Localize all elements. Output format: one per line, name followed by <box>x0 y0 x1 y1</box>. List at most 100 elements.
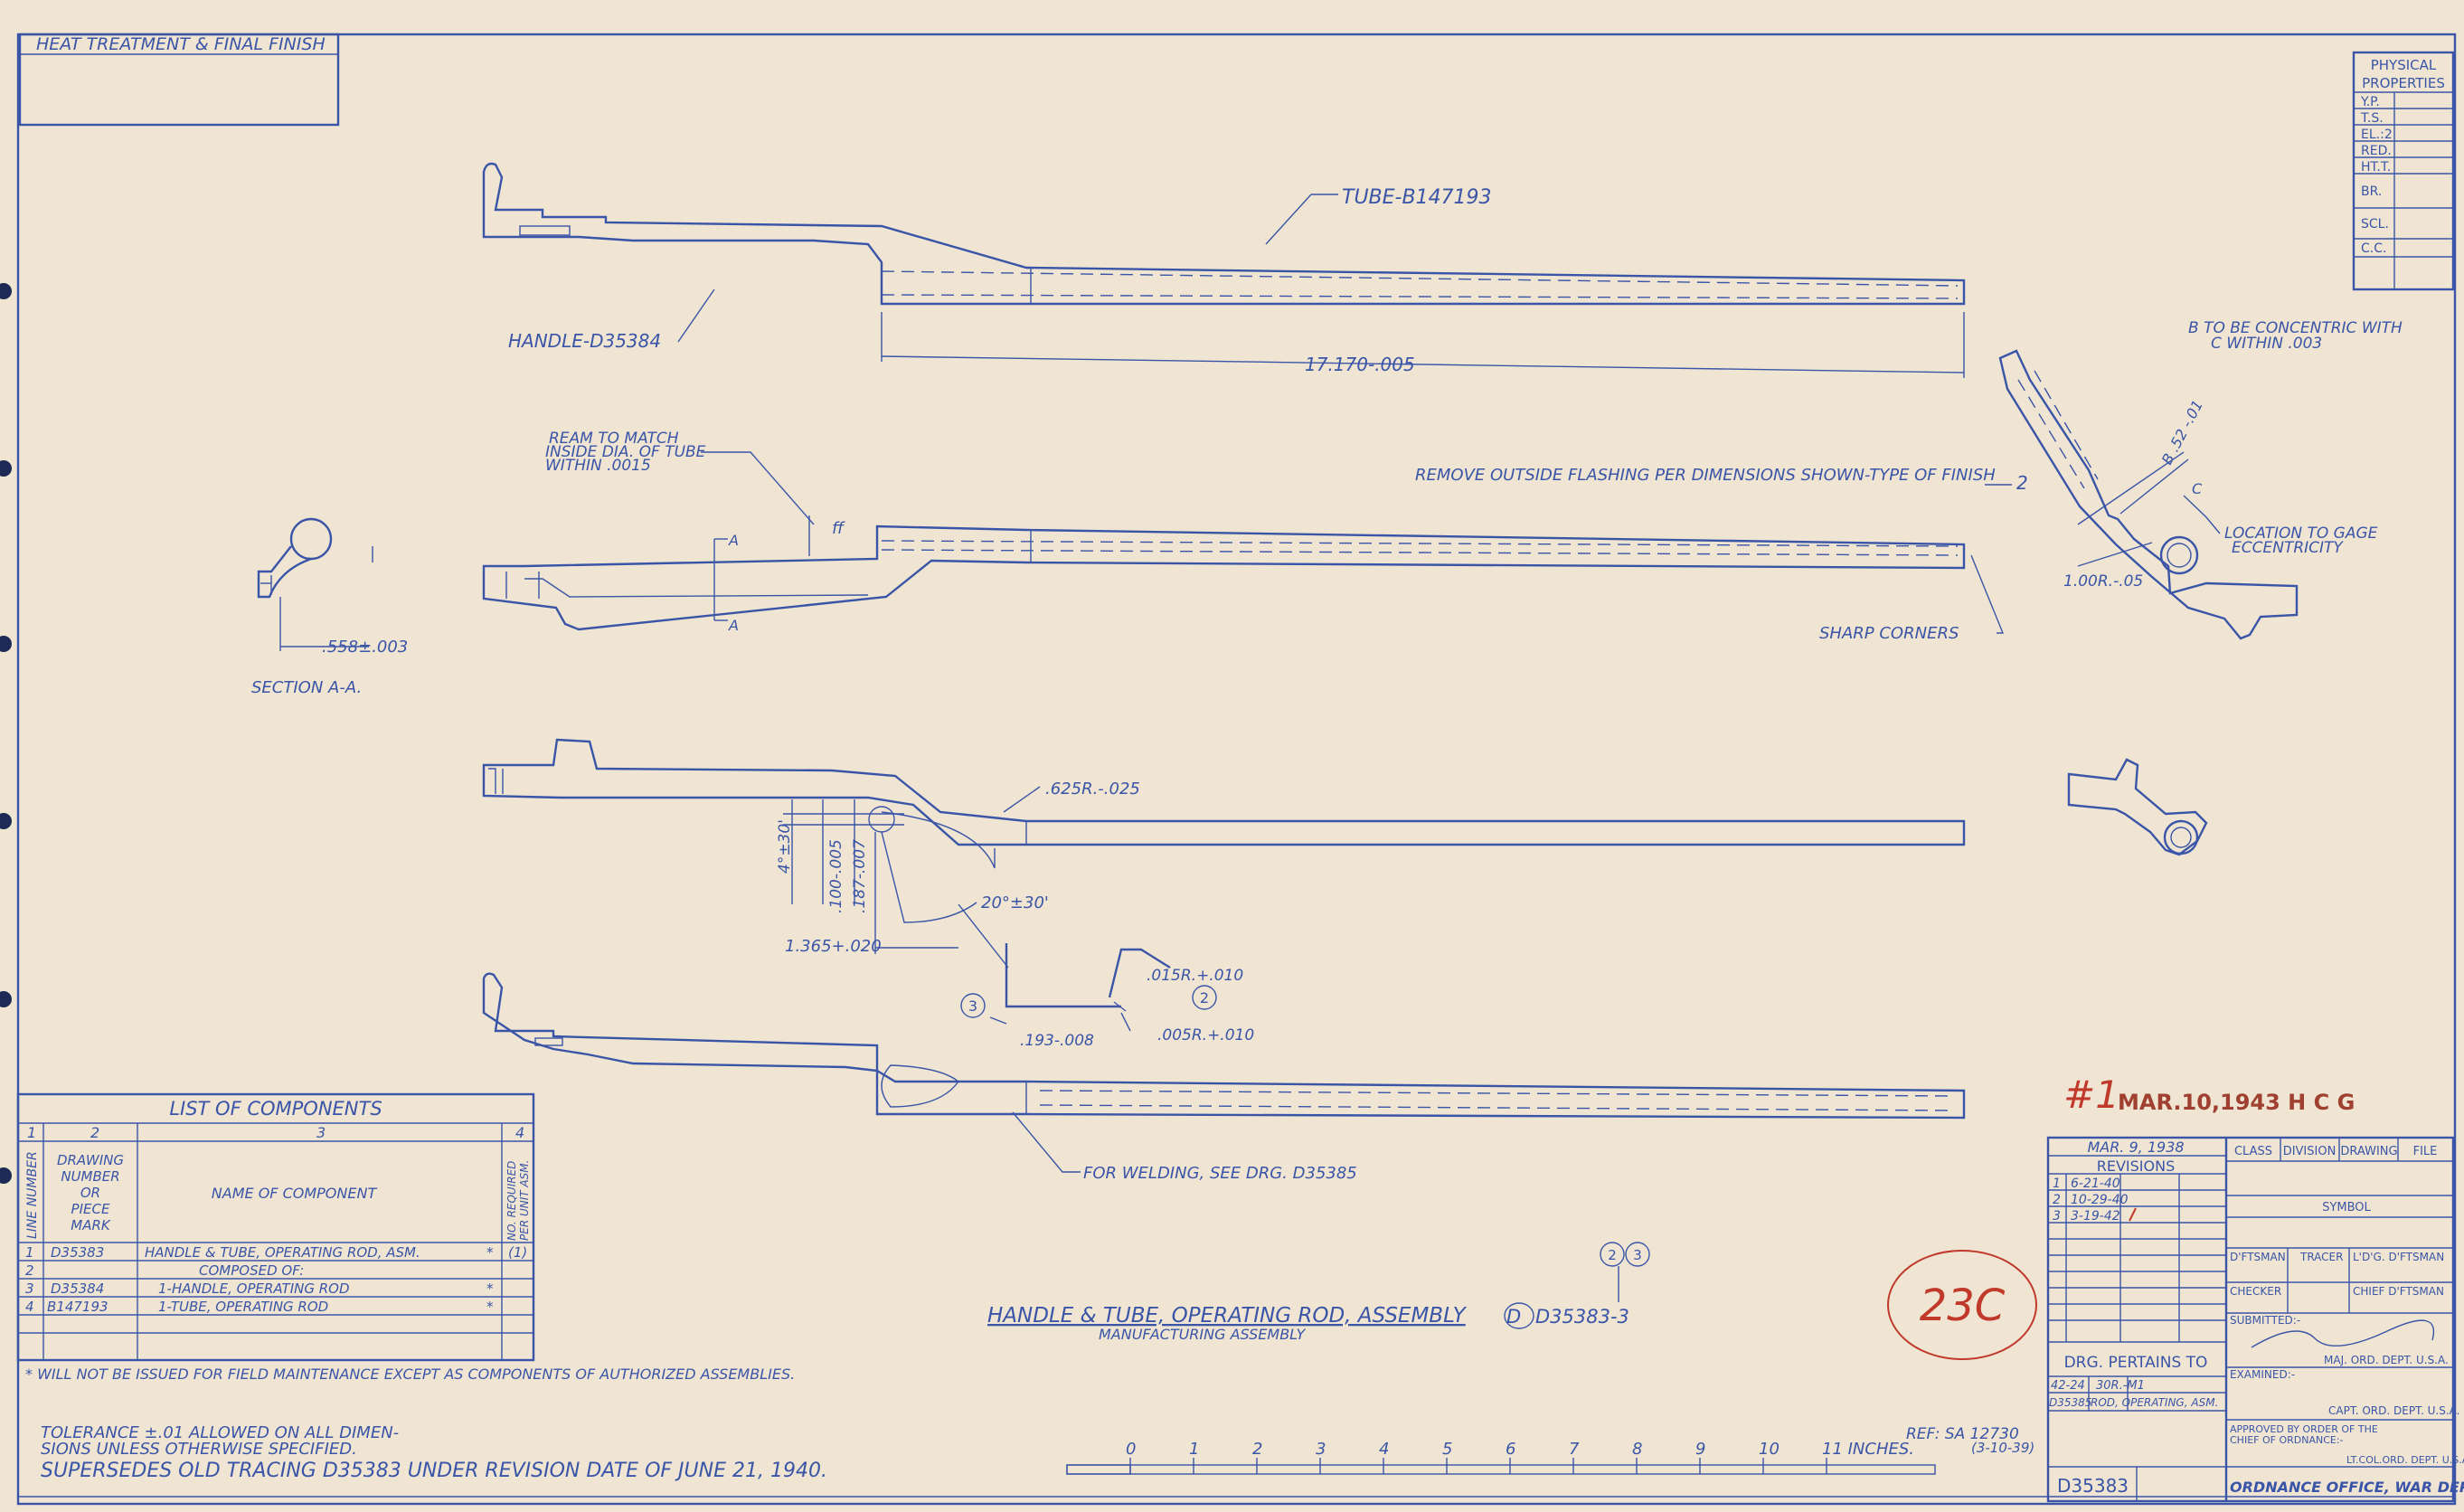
circle-3-label: 3 <box>968 997 977 1015</box>
revision-date: 6-21-40 <box>2071 1177 2120 1191</box>
examined-label: EXAMINED:- <box>2230 1368 2295 1381</box>
pp-row: EL.:2 <box>2361 128 2393 142</box>
row-star: * <box>486 1280 494 1297</box>
concentric-note-line2: C WITHIN .003 <box>2211 335 2322 353</box>
pertains-b2: ROD, OPERATING, ASM. <box>2091 1396 2218 1409</box>
row-name: COMPOSED OF: <box>199 1262 304 1279</box>
class-label: CLASS <box>2234 1145 2272 1158</box>
revisions-block: MAR. 9, 1938 REVISIONS 1 6-21-40 2 10-29… <box>2046 1136 2464 1503</box>
revision-date: 10-29-40 <box>2071 1193 2129 1207</box>
r625-dimension: .625R.-.025 <box>1045 780 1140 799</box>
reference-note: REF: SA 12730 <box>1906 1425 2019 1443</box>
col-header-qty-2: PER UNIT ASM. <box>518 1160 531 1241</box>
sharp-corners-note: SHARP CORNERS <box>1819 624 1959 643</box>
row-star: * <box>486 1299 494 1315</box>
scale-tick-label: 5 <box>1442 1440 1452 1459</box>
pp-row: Y.P. <box>2360 95 2380 109</box>
angle4-dimension: 4°±30' <box>776 819 794 874</box>
scale-tick-label: 7 <box>1569 1440 1580 1459</box>
components-table: LIST OF COMPONENTS 1 2 3 4 LINE NUMBER D… <box>16 1092 795 1383</box>
components-footnote: * WILL NOT BE ISSUED FOR FIELD MAINTENAN… <box>25 1366 795 1383</box>
scale-tick-label: 1 <box>1189 1440 1199 1459</box>
title-circle-2: 2 <box>1608 1247 1617 1263</box>
drawing-title-text: HANDLE & TUBE, OPERATING ROD, ASSEMBLY <box>987 1304 1468 1328</box>
heat-treatment-label: HEAT TREATMENT & FINAL FINISH <box>36 34 326 54</box>
pp-row: C.C. <box>2361 241 2386 256</box>
section-label: SECTION A-A. <box>251 678 362 697</box>
col-header-drawing-4: PIECE <box>71 1201 110 1217</box>
col-header-drawing-2: NUMBER <box>61 1168 119 1185</box>
flashing-note: REMOVE OUTSIDE FLASHING PER DIMENSIONS S… <box>1415 466 1996 485</box>
r015-dimension: .015R.+.010 <box>1147 967 1243 985</box>
binder-holes <box>0 283 12 1184</box>
approved-line1: APPROVED BY ORDER OF THE <box>2230 1423 2378 1435</box>
revision-row: 3 3-19-42 <box>2053 1209 2120 1224</box>
tracer-label: TRACER <box>2299 1251 2343 1263</box>
components-title: LIST OF COMPONENTS <box>169 1098 382 1120</box>
ltcol-label: LT.COL.ORD. DEPT. U.S.A. <box>2346 1454 2464 1466</box>
pertains-title: DRG. PERTAINS TO <box>2064 1354 2208 1372</box>
col-number-1: 1 <box>27 1124 36 1141</box>
pertains-a1: 42-24 <box>2051 1379 2085 1393</box>
title-circle-3: 3 <box>1633 1247 1642 1263</box>
col-number-3: 3 <box>316 1124 326 1141</box>
section-marker-a-bottom: A <box>728 617 739 634</box>
sheet-border <box>16 33 2457 1506</box>
pp-row: HT.T. <box>2361 160 2391 175</box>
row-name: 1-TUBE, OPERATING ROD <box>158 1299 328 1315</box>
drawing-subtitle: MANUFACTURING ASSEMBLY <box>1099 1326 1307 1343</box>
pp-row: BR. <box>2361 184 2382 199</box>
chief-draftsman-label: CHIEF D'FTSMAN <box>2353 1285 2444 1298</box>
row-name: 1-HANDLE, OPERATING ROD <box>158 1280 350 1297</box>
table-row: 4 B147193 1-TUBE, OPERATING ROD * <box>25 1299 494 1315</box>
c-label: C <box>2192 480 2203 497</box>
col-header-drawing-1: DRAWING <box>57 1152 124 1168</box>
row-qty: (1) <box>508 1244 527 1261</box>
col-header-drawing-3: OR <box>80 1185 100 1201</box>
revision-no: 3 <box>2053 1209 2061 1224</box>
length-dimension: 17.170-.005 <box>1305 354 1415 375</box>
revision-stamp-date: MAR.10,1943 H C G <box>2118 1090 2355 1115</box>
revision-stamp: #1 MAR.10,1943 H C G 23C <box>1887 1073 2355 1360</box>
revision-row: 1 6-21-40 <box>2053 1177 2120 1191</box>
ff-mark: ff <box>832 519 845 538</box>
drawing-label: DRAWING <box>2340 1145 2397 1158</box>
symbol-label: SYMBOL <box>2322 1201 2371 1214</box>
scale-tick-label: 4 <box>1379 1440 1389 1459</box>
row-line: 1 <box>25 1244 34 1261</box>
red-circle-stamp <box>1887 1250 2037 1360</box>
col-header-name: NAME OF COMPONENT <box>212 1185 378 1202</box>
operating-rod-side-view <box>482 524 1966 631</box>
pertains-a2: D35385 <box>2049 1396 2091 1409</box>
r005-dimension: .005R.+.010 <box>1157 1026 1254 1044</box>
checker-label: CHECKER <box>2230 1285 2281 1298</box>
radius-dimension: 1.00R.-.05 <box>2063 572 2143 591</box>
drawing-number-box: D35383 <box>2057 1475 2129 1497</box>
eccentricity-detail: B TO BE CONCENTRIC WITH C WITHIN .003 B … <box>1998 319 2403 856</box>
heat-treatment-box: HEAT TREATMENT & FINAL FINISH <box>18 33 340 127</box>
reference-date: (3-10-39) <box>1971 1440 2034 1456</box>
revisions-date: MAR. 9, 1938 <box>2087 1139 2184 1156</box>
table-row: 2 COMPOSED OF: <box>25 1262 304 1279</box>
flashing-dim: 2 <box>2016 472 2028 494</box>
revision-no: 1 <box>2053 1177 2061 1191</box>
dim-100: .100-.005 <box>827 839 845 913</box>
drawing-title: HANDLE & TUBE, OPERATING ROD, ASSEMBLY M… <box>987 1242 1650 1343</box>
b-dimension: B .52 -.01 <box>2158 397 2206 468</box>
ream-note-line2: INSIDE DIA. OF TUBE <box>545 443 706 461</box>
scale-tick-label: 2 <box>1252 1440 1262 1459</box>
pertains-b1: 30R.-M1 <box>2096 1379 2145 1393</box>
col-header-drawing-5: MARK <box>71 1217 111 1233</box>
ldg-draftsman-label: L'D'G. D'FTSMAN <box>2353 1251 2444 1263</box>
dim-193: .193-.008 <box>1020 1032 1094 1050</box>
scale-tick-label: 11 INCHES. <box>1822 1440 1914 1459</box>
dim-187: .187-.007 <box>851 839 869 913</box>
table-row: 1 D35383 HANDLE & TUBE, OPERATING ROD, A… <box>25 1244 527 1261</box>
approved-line2: CHIEF OF ORDNANCE:- <box>2230 1434 2344 1446</box>
notes-bottom-left: TOLERANCE ±.01 ALLOWED ON ALL DIMEN- SIO… <box>41 1423 827 1482</box>
capt-label: CAPT. ORD. DEPT. U.S.A. <box>2328 1404 2459 1417</box>
ordnance-office: ORDNANCE OFFICE, WAR DEPT. <box>2230 1479 2464 1496</box>
division-label: DIVISION <box>2283 1145 2337 1158</box>
